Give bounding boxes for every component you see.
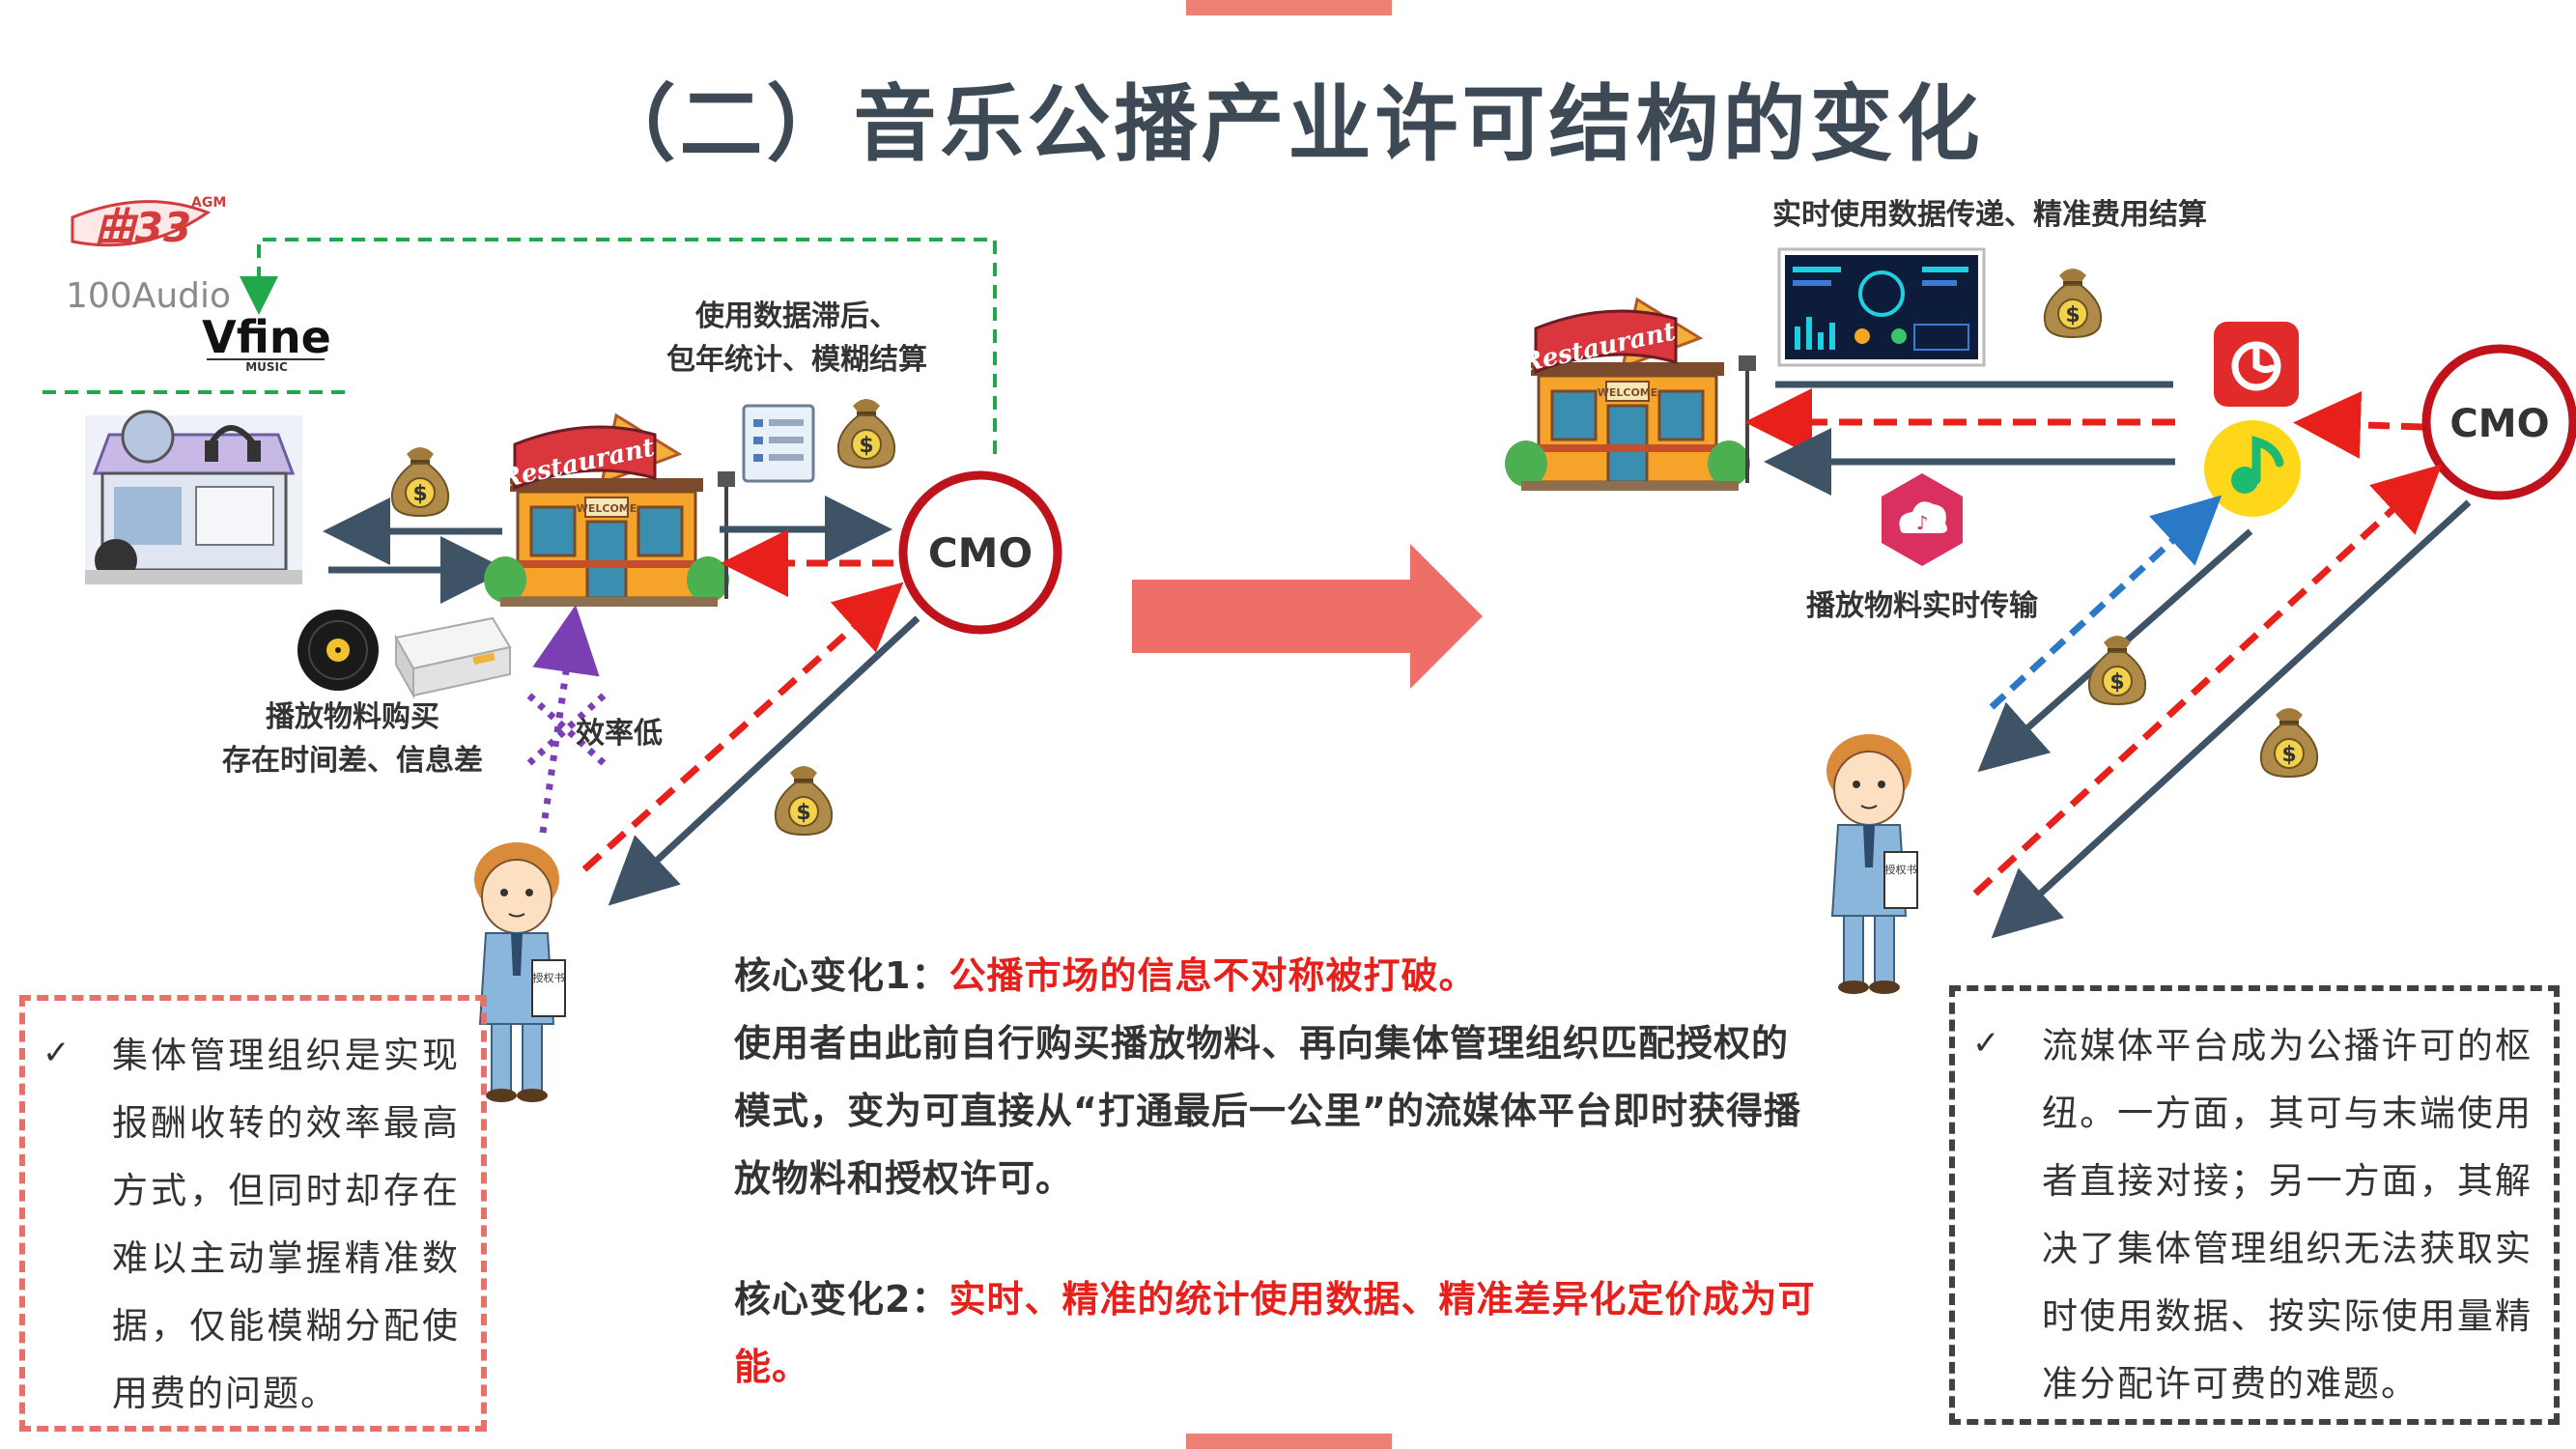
cmo-node-right: CMO (2421, 344, 2576, 500)
check-icon: ✓ (1972, 1024, 2000, 1063)
core2-highlight: 实时、精准的统计使用数据、精准差异化定价成为可能。 (734, 1278, 1816, 1388)
arrow-user-to-cmo (581, 582, 904, 872)
vendor-logo-vfine: Vfine (202, 311, 331, 363)
arrow-cmo-to-user (608, 615, 920, 906)
money-bag-icon (390, 446, 450, 517)
arrow-cmo-to-user-right (1991, 499, 2472, 939)
core1-body: 使用者由此前自行购买播放物料、再向集体管理组织匹配授权的模式，变为可直接从“打通… (734, 1022, 1801, 1200)
cd-disc-icon (297, 610, 379, 691)
money-bag-icon (2087, 635, 2147, 705)
efficiency-low-label: 效率低 (576, 717, 663, 751)
big-arrow-icon (1132, 544, 1483, 689)
material-transfer-label: 播放物料实时传输 (1806, 589, 2038, 623)
vendor-logo-qu33: 曲33 AGM (71, 195, 226, 251)
left-note-box: ✓ 集体管理组织是实现报酬收转的效率最高方式，但同时却存在难以主动掌握精准数据，… (19, 995, 487, 1432)
vendor-logo-100audio: 100Audio (66, 276, 231, 316)
arrow-cmo-to-platform (2293, 390, 2423, 459)
left-note-text: 集体管理组织是实现报酬收转的效率最高方式，但同时却存在难以主动掌握精准数据，仅能… (112, 1035, 460, 1414)
qq-music-icon (2204, 420, 2301, 517)
user-person-icon (1826, 733, 1918, 995)
money-bag-icon (774, 765, 834, 836)
svg-text:MUSIC: MUSIC (245, 360, 288, 374)
core1-highlight: 公播市场的信息不对称被打破。 (948, 954, 1477, 997)
svg-text:♪: ♪ (1916, 511, 1929, 534)
arrow-user-to-platform-blue (1989, 495, 2222, 710)
music-shop-icon (85, 410, 302, 584)
restaurant-icon (482, 413, 737, 609)
money-bag-icon (836, 398, 896, 469)
money-bag-icon (2259, 707, 2319, 778)
svg-text:曲33: 曲33 (95, 204, 191, 251)
purchase-gap-label: 播放物料购买 存在时间差、信息差 (222, 700, 483, 778)
netease-music-icon (2214, 322, 2299, 407)
green-dashed-flow (240, 238, 997, 454)
user-person-icon (473, 841, 566, 1103)
restaurant-icon (1503, 298, 1758, 493)
page-title: （二）音乐公播产业许可结构的变化 (592, 76, 1984, 173)
right-note-text: 流媒体平台成为公播许可的枢纽。一方面，其可与末端使用者直接对接；另一方面，其解决… (2042, 1025, 2533, 1405)
money-bag-icon (2043, 268, 2103, 338)
core-change-1: 核心变化1：公播市场的信息不对称被打破。 使用者由此前自行购买播放物料、再向集体… (734, 942, 1826, 1212)
core1-label: 核心变化1： (734, 954, 949, 997)
document-icon (742, 404, 815, 483)
usage-lag-label: 使用数据滞后、 包年统计、模糊结算 (666, 299, 927, 377)
svg-text:CMO: CMO (2449, 402, 2549, 446)
hard-drive-icon (394, 616, 512, 699)
top-decor-bar (1186, 0, 1392, 15)
realtime-data-label: 实时使用数据传递、精准费用结算 (1772, 198, 2207, 232)
svg-text:AGM: AGM (191, 195, 226, 211)
svg-text:CMO: CMO (928, 529, 1033, 577)
check-icon: ✓ (42, 1034, 71, 1072)
right-note-box: ✓ 流媒体平台成为公播许可的枢纽。一方面，其可与末端使用者直接对接；另一方面，其… (1949, 985, 2560, 1425)
core-change-2: 核心变化2：实时、精准的统计使用数据、精准差异化定价成为可能。 (734, 1265, 1826, 1401)
arrow-user-to-cmo-right (1972, 464, 2443, 896)
core2-label: 核心变化2： (734, 1278, 949, 1321)
bottom-decor-bar (1186, 1434, 1392, 1449)
dashboard-screen-icon (1777, 247, 1986, 367)
cmo-node-left: CMO (898, 470, 1062, 635)
cross-x-icon (526, 693, 607, 766)
cloud-music-icon: ♪ (1882, 473, 1963, 566)
